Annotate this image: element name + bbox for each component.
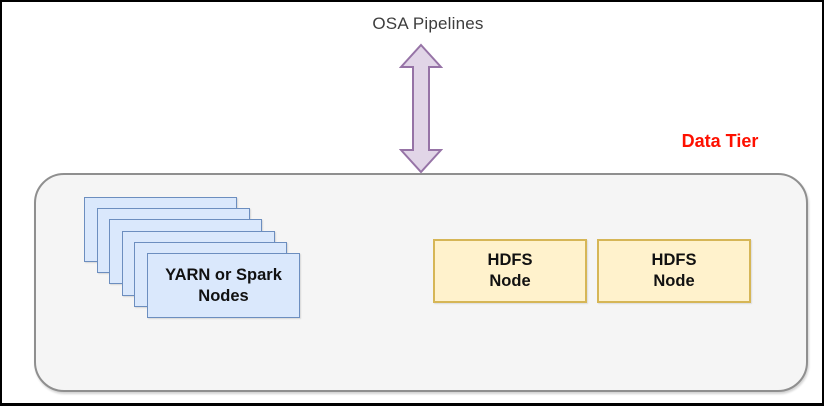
hdfs-node-box: HDFS Node [433,239,587,303]
hdfs-node-box: HDFS Node [597,239,751,303]
yarn-spark-label-line1: YARN or Spark [165,265,282,284]
yarn-spark-nodes-box: YARN or Spark Nodes [147,253,300,318]
data-tier-label: Data Tier [681,131,759,151]
hdfs-label-line1: HDFS [487,251,533,270]
hdfs-label-line2: Node [653,272,695,290]
double-arrow-shape [399,43,443,174]
yarn-spark-label-line2: Nodes [198,286,249,305]
osa-pipelines-label: OSA Pipelines [372,14,484,33]
vertical-double-arrow-icon [399,43,443,174]
hdfs-label-line1: HDFS [651,251,697,270]
hdfs-label-line2: Node [489,272,531,290]
